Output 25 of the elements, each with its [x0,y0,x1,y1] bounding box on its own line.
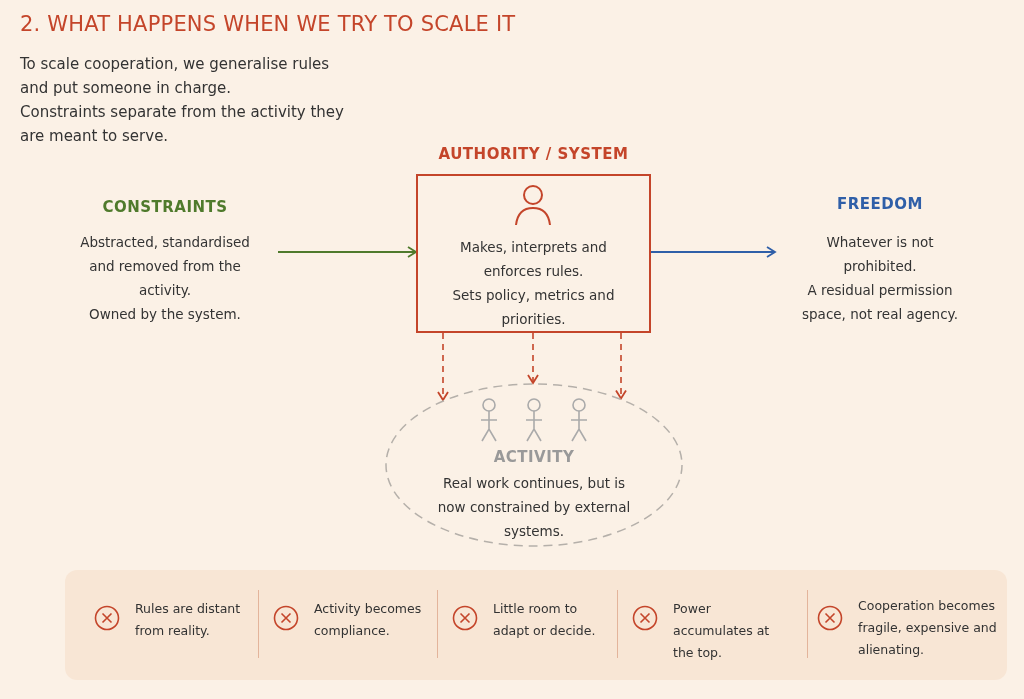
heading: ACTIVITY [492,448,576,466]
intro-text: Constraints separate from the activity they are meant to serve. [20,102,345,147]
arrow [527,332,539,384]
description: Sets policy, metrics and priorities. [451,286,616,329]
description: Whatever is not prohibited. [825,233,935,276]
heading: AUTHORITY / SYSTEM [437,145,630,163]
item-text: Rules are distant from reality. [135,600,242,640]
arrow [650,246,776,258]
item-text: Activity becomes compliance. [314,600,423,640]
item-text: Cooperation becomes fragile, expensive and alienating. [858,597,998,659]
arrow [615,332,627,400]
description: A residual permission space, not real agency. [801,281,959,324]
arrow [437,332,449,401]
description: Makes, interprets and enforces rules. [459,238,608,281]
heading: FREEDOM [836,195,924,213]
activity-ellipse [385,383,683,547]
arrow [277,246,417,258]
item-text: Little room to adapt or decide. [493,600,597,640]
item-text: Power accumulates at the top. [673,600,771,662]
intro-text: To scale cooperation, we generalise rules and put someone in charge. [20,54,331,99]
title: 2. WHAT HAPPENS WHEN WE TRY TO SCALE IT [20,12,516,36]
description: Owned by the system. [88,305,242,324]
heading: CONSTRAINTS [101,198,229,216]
description: Abstracted, standardised and removed from the activity. [79,233,251,300]
description: Real work continues, but is now constrained by external systems. [436,474,632,541]
